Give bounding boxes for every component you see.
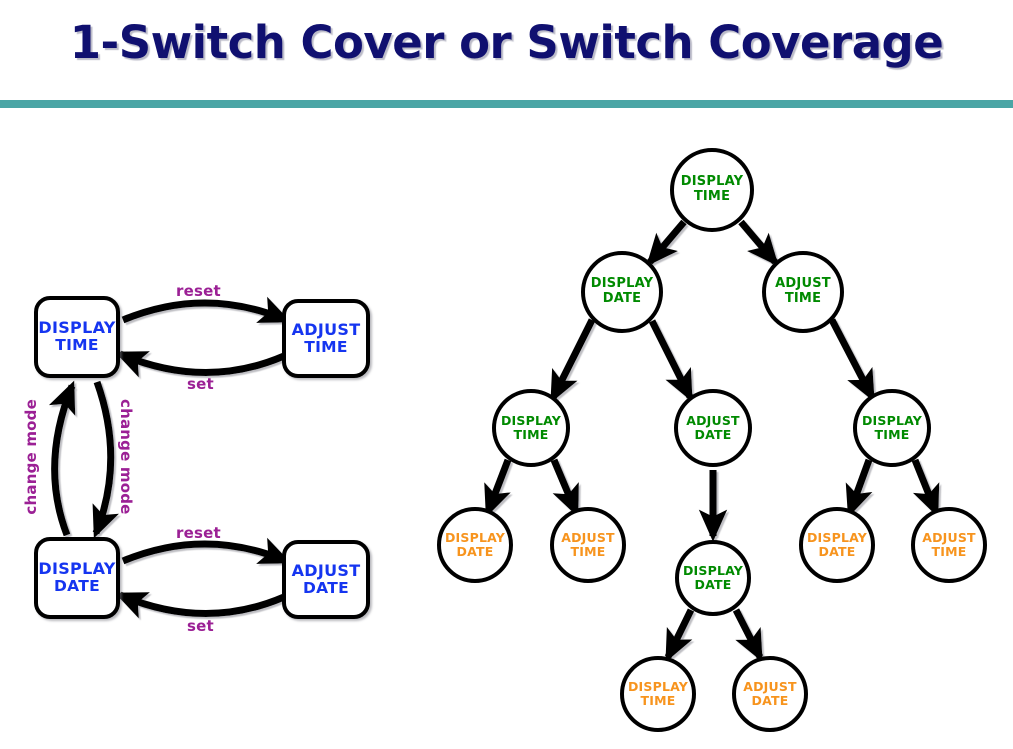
state-label-line2: DATE xyxy=(302,578,350,597)
state-box-adjust-date[interactable]: ADJUST DATE xyxy=(282,540,370,619)
tree-node-label-line2: DATE xyxy=(694,427,732,442)
tree-node-label-line2: TIME xyxy=(874,427,910,442)
tree-node-label-line1: DISPLAY xyxy=(590,276,654,292)
tree-leaf-display-date-2[interactable]: DISPLAY DATE xyxy=(799,507,875,583)
tree-leaf-display-time[interactable]: DISPLAY TIME xyxy=(620,656,696,732)
tree-node-label-line1: DISPLAY xyxy=(682,562,744,578)
tree-leaf-adjust-date[interactable]: ADJUST DATE xyxy=(732,656,808,732)
tree-node-label-line2: TIME xyxy=(784,291,822,306)
tree-node-label-line2: DATE xyxy=(456,544,494,559)
tree-node-l2-display-time-left[interactable]: DISPLAY TIME xyxy=(492,389,570,467)
state-label-line2: TIME xyxy=(304,337,348,356)
tree-node-label-line1: DISPLAY xyxy=(806,529,868,545)
tree-node-l1-adjust-time[interactable]: ADJUST TIME xyxy=(762,251,844,333)
state-box-adjust-time[interactable]: ADJUST TIME xyxy=(282,299,370,378)
tree-node-l2-adjust-date[interactable]: ADJUST DATE xyxy=(674,389,752,467)
tree-leaf-adjust-time-1[interactable]: ADJUST TIME xyxy=(550,507,626,583)
page-title: 1-Switch Cover or Switch Coverage xyxy=(69,16,944,69)
tree-node-l2-display-time-right[interactable]: DISPLAY TIME xyxy=(853,389,931,467)
state-label-line1: DISPLAY xyxy=(38,318,116,338)
tree-node-label-line2: TIME xyxy=(513,427,549,442)
tree-node-label-line1: ADJUST xyxy=(686,412,740,428)
coverage-tree-arrows xyxy=(484,219,940,663)
tree-node-label-line2: TIME xyxy=(931,544,967,559)
tree-node-label-line1: ADJUST xyxy=(743,678,797,694)
tree-node-label-line2: DATE xyxy=(602,291,642,306)
state-box-display-date[interactable]: DISPLAY DATE xyxy=(34,537,120,619)
tree-node-root[interactable]: DISPLAY TIME xyxy=(670,148,754,232)
tree-node-label-line1: DISPLAY xyxy=(500,412,562,428)
tree-leaf-adjust-time-2[interactable]: ADJUST TIME xyxy=(911,507,987,583)
state-label-line1: ADJUST xyxy=(291,319,361,339)
tree-node-label-line2: DATE xyxy=(694,577,732,592)
state-box-display-time[interactable]: DISPLAY TIME xyxy=(34,296,120,378)
state-label-line2: DATE xyxy=(53,577,101,596)
tree-node-label-line1: DISPLAY xyxy=(861,412,923,428)
transition-label-change-mode-up: change mode xyxy=(22,399,40,515)
transition-label-set-time: set xyxy=(187,375,214,393)
tree-leaf-display-date-1[interactable]: DISPLAY DATE xyxy=(437,507,513,583)
state-label-line1: DISPLAY xyxy=(38,559,116,579)
title-divider xyxy=(0,100,1013,108)
tree-node-label-line2: DATE xyxy=(818,544,856,559)
tree-node-label-line1: ADJUST xyxy=(922,529,976,545)
tree-node-l1-display-date[interactable]: DISPLAY DATE xyxy=(581,251,663,333)
transition-label-change-mode-down: change mode xyxy=(117,399,135,515)
tree-node-label-line2: TIME xyxy=(570,544,606,559)
state-machine-arrows xyxy=(48,296,292,619)
state-label-line2: TIME xyxy=(55,336,99,355)
tree-node-l3-display-date[interactable]: DISPLAY DATE xyxy=(675,540,751,616)
tree-node-label-line1: DISPLAY xyxy=(444,529,506,545)
state-label-line1: ADJUST xyxy=(291,560,361,580)
tree-node-label-line2: DATE xyxy=(751,693,789,708)
tree-node-label-line1: ADJUST xyxy=(561,529,615,545)
tree-node-label-line2: TIME xyxy=(693,189,731,204)
transition-label-reset-date: reset xyxy=(176,524,221,542)
tree-node-label-line1: DISPLAY xyxy=(627,678,689,694)
transition-label-set-date: set xyxy=(187,617,214,635)
tree-node-label-line2: TIME xyxy=(640,693,676,708)
tree-node-label-line1: ADJUST xyxy=(775,276,831,292)
tree-node-label-line1: DISPLAY xyxy=(680,174,744,190)
transition-label-reset-time: reset xyxy=(176,282,221,300)
